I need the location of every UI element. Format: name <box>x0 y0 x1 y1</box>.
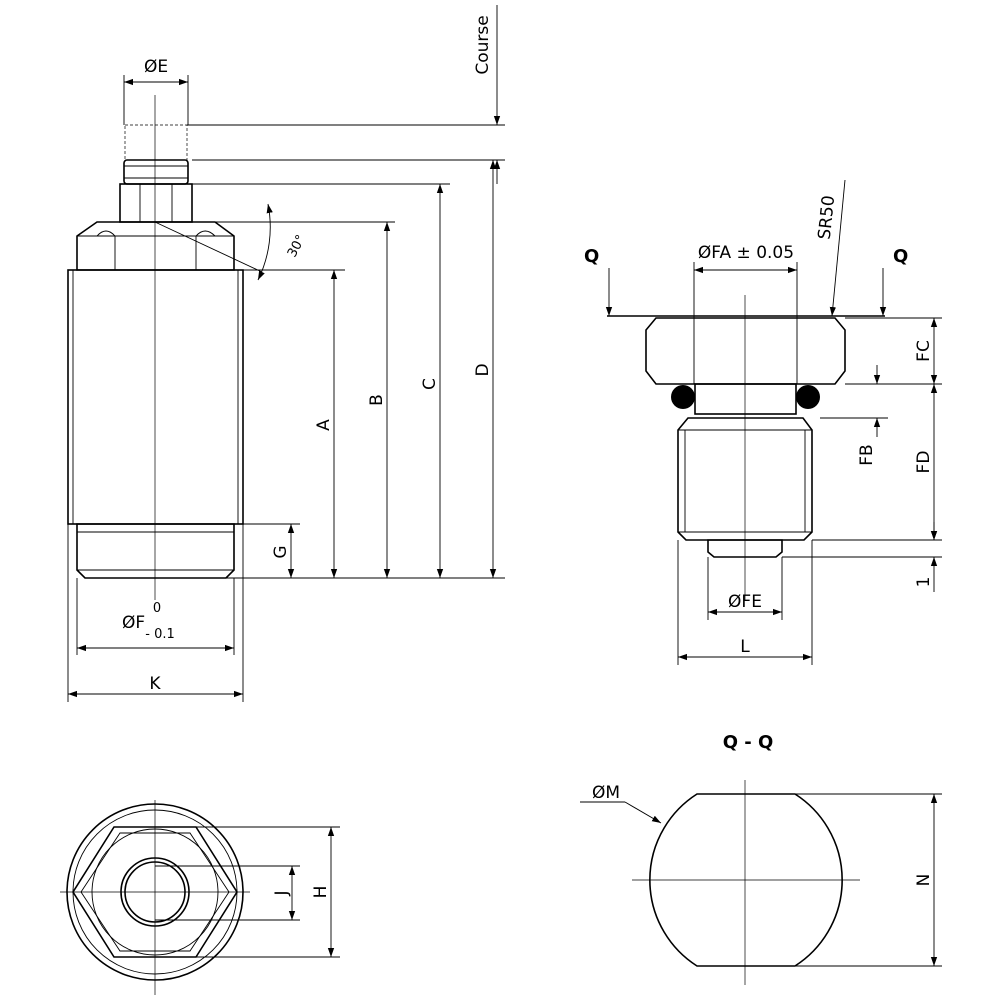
dim-of-label: ØF <box>122 613 145 633</box>
section-marker-right: Q <box>893 246 908 267</box>
plunger-nut <box>119 183 193 223</box>
dim-j-label: J <box>272 890 292 896</box>
angle-arc <box>257 203 273 281</box>
dim-om-label: ØM <box>592 783 620 803</box>
dim-ofe-label: ØFE <box>728 592 762 612</box>
dim-c-label: C <box>420 378 440 390</box>
dim-om-leader <box>624 801 662 824</box>
detail-spigot <box>707 539 783 558</box>
section-marker-left: Q <box>584 246 599 267</box>
detail-view: Q Q ØFA ± 0.05 SR50 FC <box>584 179 942 665</box>
dim-b-label: B <box>367 394 387 406</box>
dim-oe-label: ØE <box>144 57 168 77</box>
dim-fd-label: FD <box>914 451 934 474</box>
dim-fb-label: FB <box>857 444 877 465</box>
dim-course-label: Course <box>473 15 493 74</box>
top-view: J H <box>60 800 340 995</box>
section-view: Q - Q ØM N <box>580 732 942 985</box>
angle-leg <box>154 221 263 273</box>
dim-n-label: N <box>914 874 934 887</box>
dim-h-label: H <box>311 886 331 899</box>
sr50-leader <box>829 179 846 317</box>
dim-of-lower-tol: - 0.1 <box>145 627 175 642</box>
hex-head <box>76 221 235 271</box>
detail-threaded-shank <box>677 417 813 541</box>
dim-of-upper-tol: 0 <box>153 601 161 616</box>
section-title: Q - Q <box>723 732 774 753</box>
main-body <box>67 269 244 525</box>
oring-right <box>796 385 820 409</box>
dim-l-label: L <box>740 637 750 657</box>
angle-label: 30° <box>285 233 309 260</box>
front-view: 30° ØE Course A B C D G <box>67 5 505 702</box>
dim-sr50-label: SR50 <box>815 194 840 240</box>
oring-groove <box>694 383 797 415</box>
dim-one-label: 1 <box>914 577 934 588</box>
plunger-extended-outline <box>124 124 188 161</box>
plunger-circle-outer <box>120 857 190 927</box>
dim-k-label: K <box>149 674 161 694</box>
plunger-tip <box>123 159 189 185</box>
detail-hex-nut <box>645 317 846 385</box>
outer-circle <box>66 803 244 981</box>
plunger-circle-inner <box>124 861 186 923</box>
dim-g-label: G <box>271 545 291 558</box>
oring-left <box>671 385 695 409</box>
dim-d-label: D <box>473 363 493 376</box>
dim-fc-label: FC <box>914 340 934 362</box>
dim-ofa-label: ØFA ± 0.05 <box>698 243 794 263</box>
dim-a-label: A <box>314 419 334 431</box>
